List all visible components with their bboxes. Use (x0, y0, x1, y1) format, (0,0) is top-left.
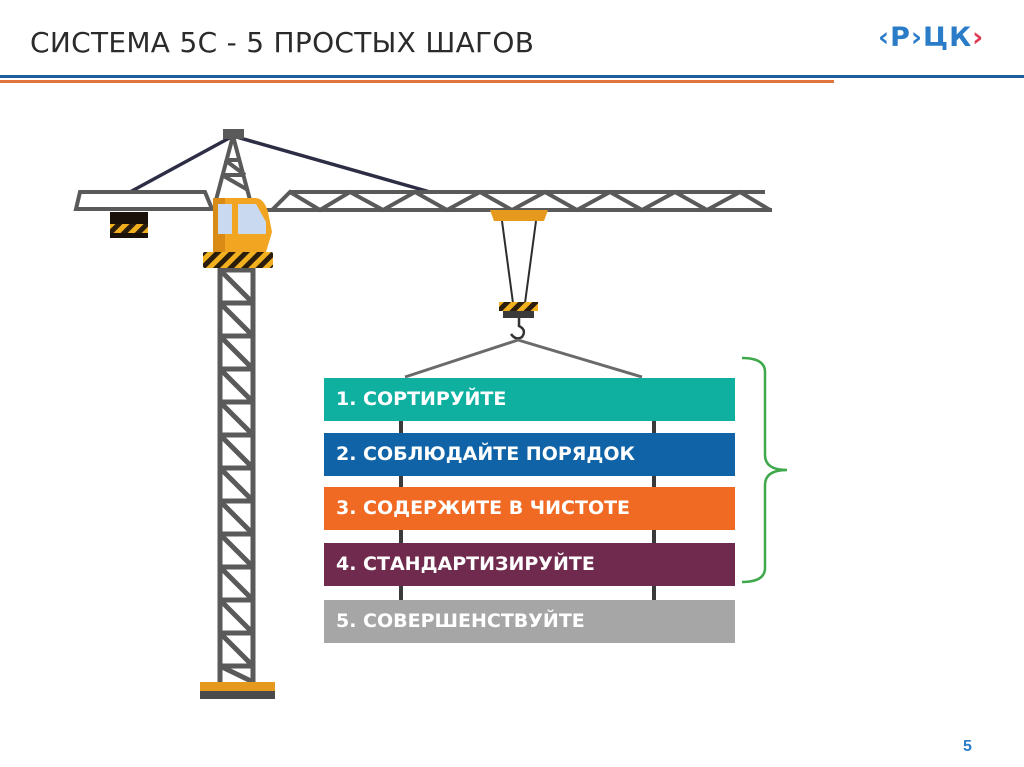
logo-chevron: › (972, 22, 985, 53)
tower-base (200, 682, 275, 691)
step-board-1: 1. СОРТИРУЙТЕ (324, 378, 735, 421)
step-board-5: 5. СОВЕРШЕНСТВУЙТЕ (324, 600, 735, 643)
grouping-bracket (741, 356, 788, 584)
company-logo: ‹Р›ЦК› (878, 22, 984, 53)
header-divider-orange (0, 80, 834, 83)
logo-text: ‹Р›ЦК (878, 22, 973, 53)
trolley (490, 210, 548, 221)
mast-top (214, 129, 252, 201)
step-board-4: 4. СТАНДАРТИЗИРУЙТЕ (324, 543, 735, 586)
tower (217, 267, 256, 685)
step-label: 1. СОРТИРУЙТЕ (336, 388, 507, 410)
header-divider-blue (0, 75, 1024, 78)
step-label: 4. СТАНДАРТИЗИРУЙТЕ (336, 553, 595, 575)
step-label: 5. СОВЕРШЕНСТВУЙТЕ (336, 610, 585, 632)
step-label: 3. СОДЕРЖИТЕ В ЧИСТОТЕ (336, 497, 631, 519)
step-board-3: 3. СОДЕРЖИТЕ В ЧИСТОТЕ (324, 487, 735, 530)
step-label: 2. СОБЛЮДАЙТЕ ПОРЯДОК (336, 443, 636, 465)
slide-title: СИСТЕМА 5С - 5 ПРОСТЫХ ШАГОВ (30, 26, 535, 59)
step-board-2: 2. СОБЛЮДАЙТЕ ПОРЯДОК (324, 433, 735, 476)
jib (255, 189, 772, 213)
operator-cab (203, 198, 273, 268)
page-number: 5 (963, 738, 972, 755)
sling-cables (404, 338, 643, 379)
counter-jib (73, 190, 215, 211)
hook-block (499, 302, 538, 311)
pendant-cables (129, 134, 431, 194)
hook-icon (509, 318, 526, 340)
